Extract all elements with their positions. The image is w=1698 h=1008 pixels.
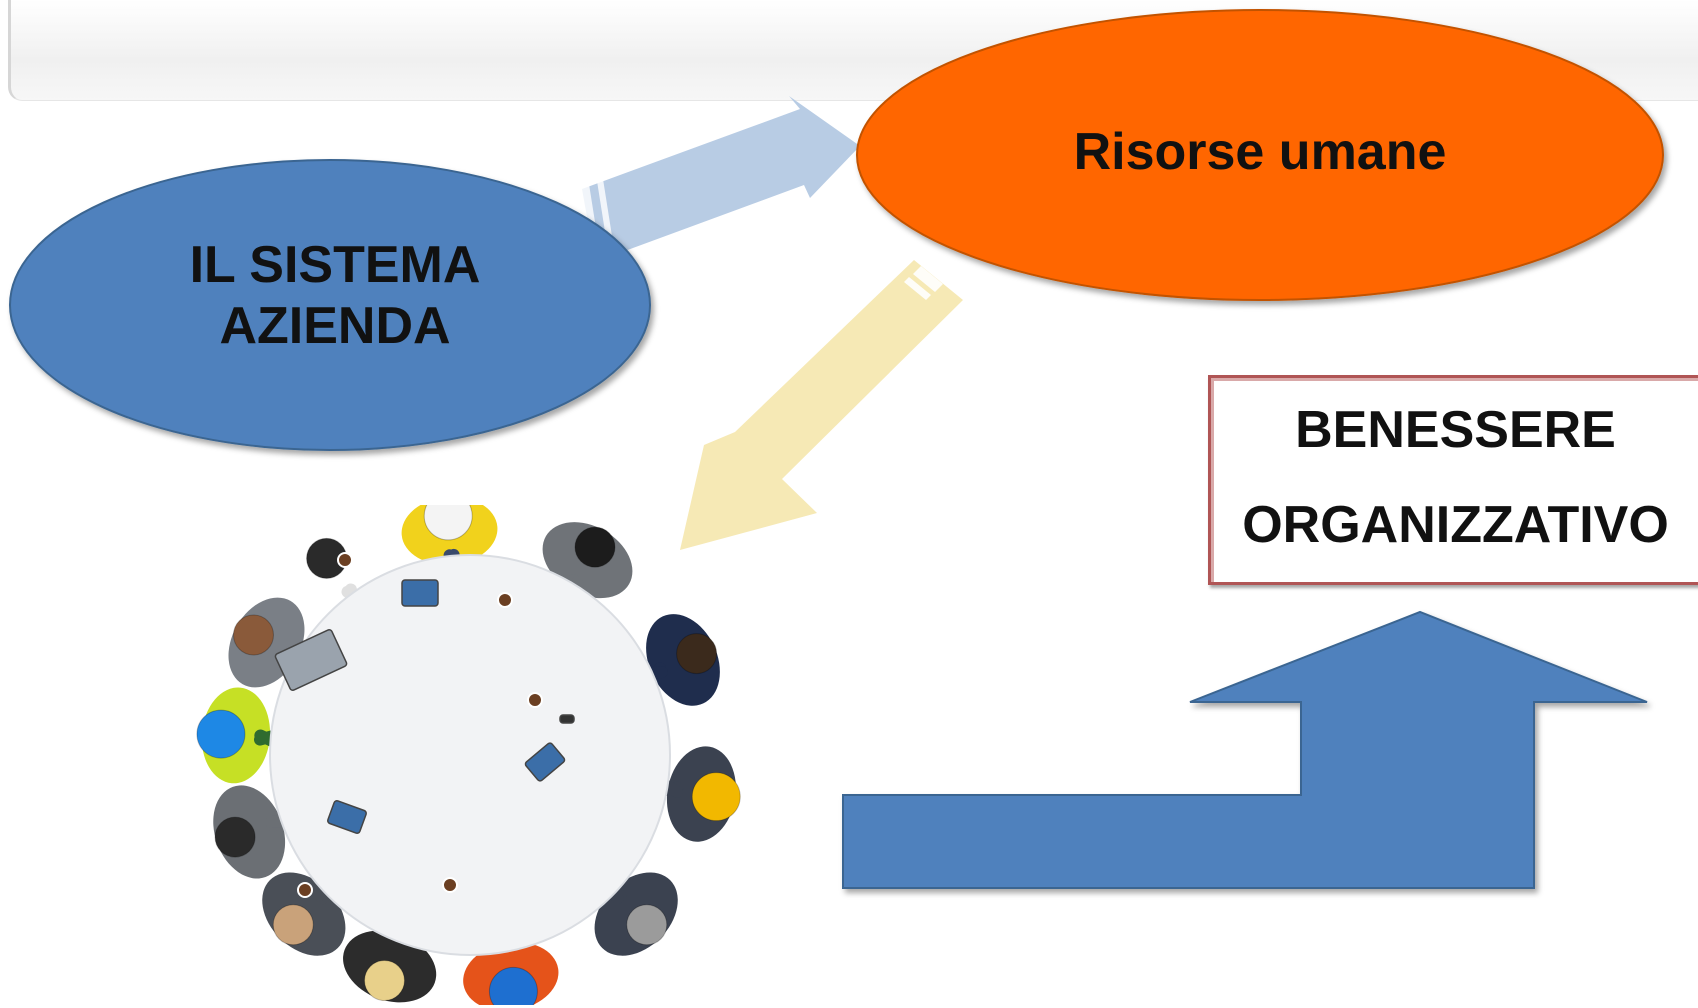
wellbeing-line2: ORGANIZZATIVO	[1242, 496, 1669, 554]
wellbeing-line1: BENESSERE	[1295, 401, 1616, 459]
system-ellipse	[9, 159, 651, 451]
tablet-3	[524, 742, 566, 782]
system-label-line1: IL SISTEMA	[189, 236, 481, 294]
wellbeing-box: BENESSERE ORGANIZZATIVO	[1208, 375, 1698, 585]
laptop-1	[274, 629, 348, 691]
tablet-2	[401, 579, 439, 607]
person-4	[619, 614, 720, 706]
cup-1	[337, 552, 353, 568]
cup-3	[527, 692, 543, 708]
system-label-line2: AZIENDA	[219, 297, 451, 356]
arrow-system-to-hr	[577, 96, 860, 265]
table-props	[274, 552, 575, 898]
arrow-hr-to-team	[680, 260, 963, 550]
phone-5	[559, 714, 575, 724]
growth-arrow	[842, 610, 1648, 889]
hr-label: Risorse umane	[1073, 123, 1447, 181]
system-label: IL SISTEMA AZIENDA	[90, 235, 580, 358]
meeting-illustration	[196, 505, 741, 1005]
cup-4	[297, 882, 313, 898]
cup-5	[442, 877, 458, 893]
person-7	[463, 911, 559, 1005]
round-table	[269, 554, 671, 956]
hr-ellipse	[856, 9, 1664, 301]
cup-2	[497, 592, 513, 608]
tablet-4	[327, 800, 367, 834]
